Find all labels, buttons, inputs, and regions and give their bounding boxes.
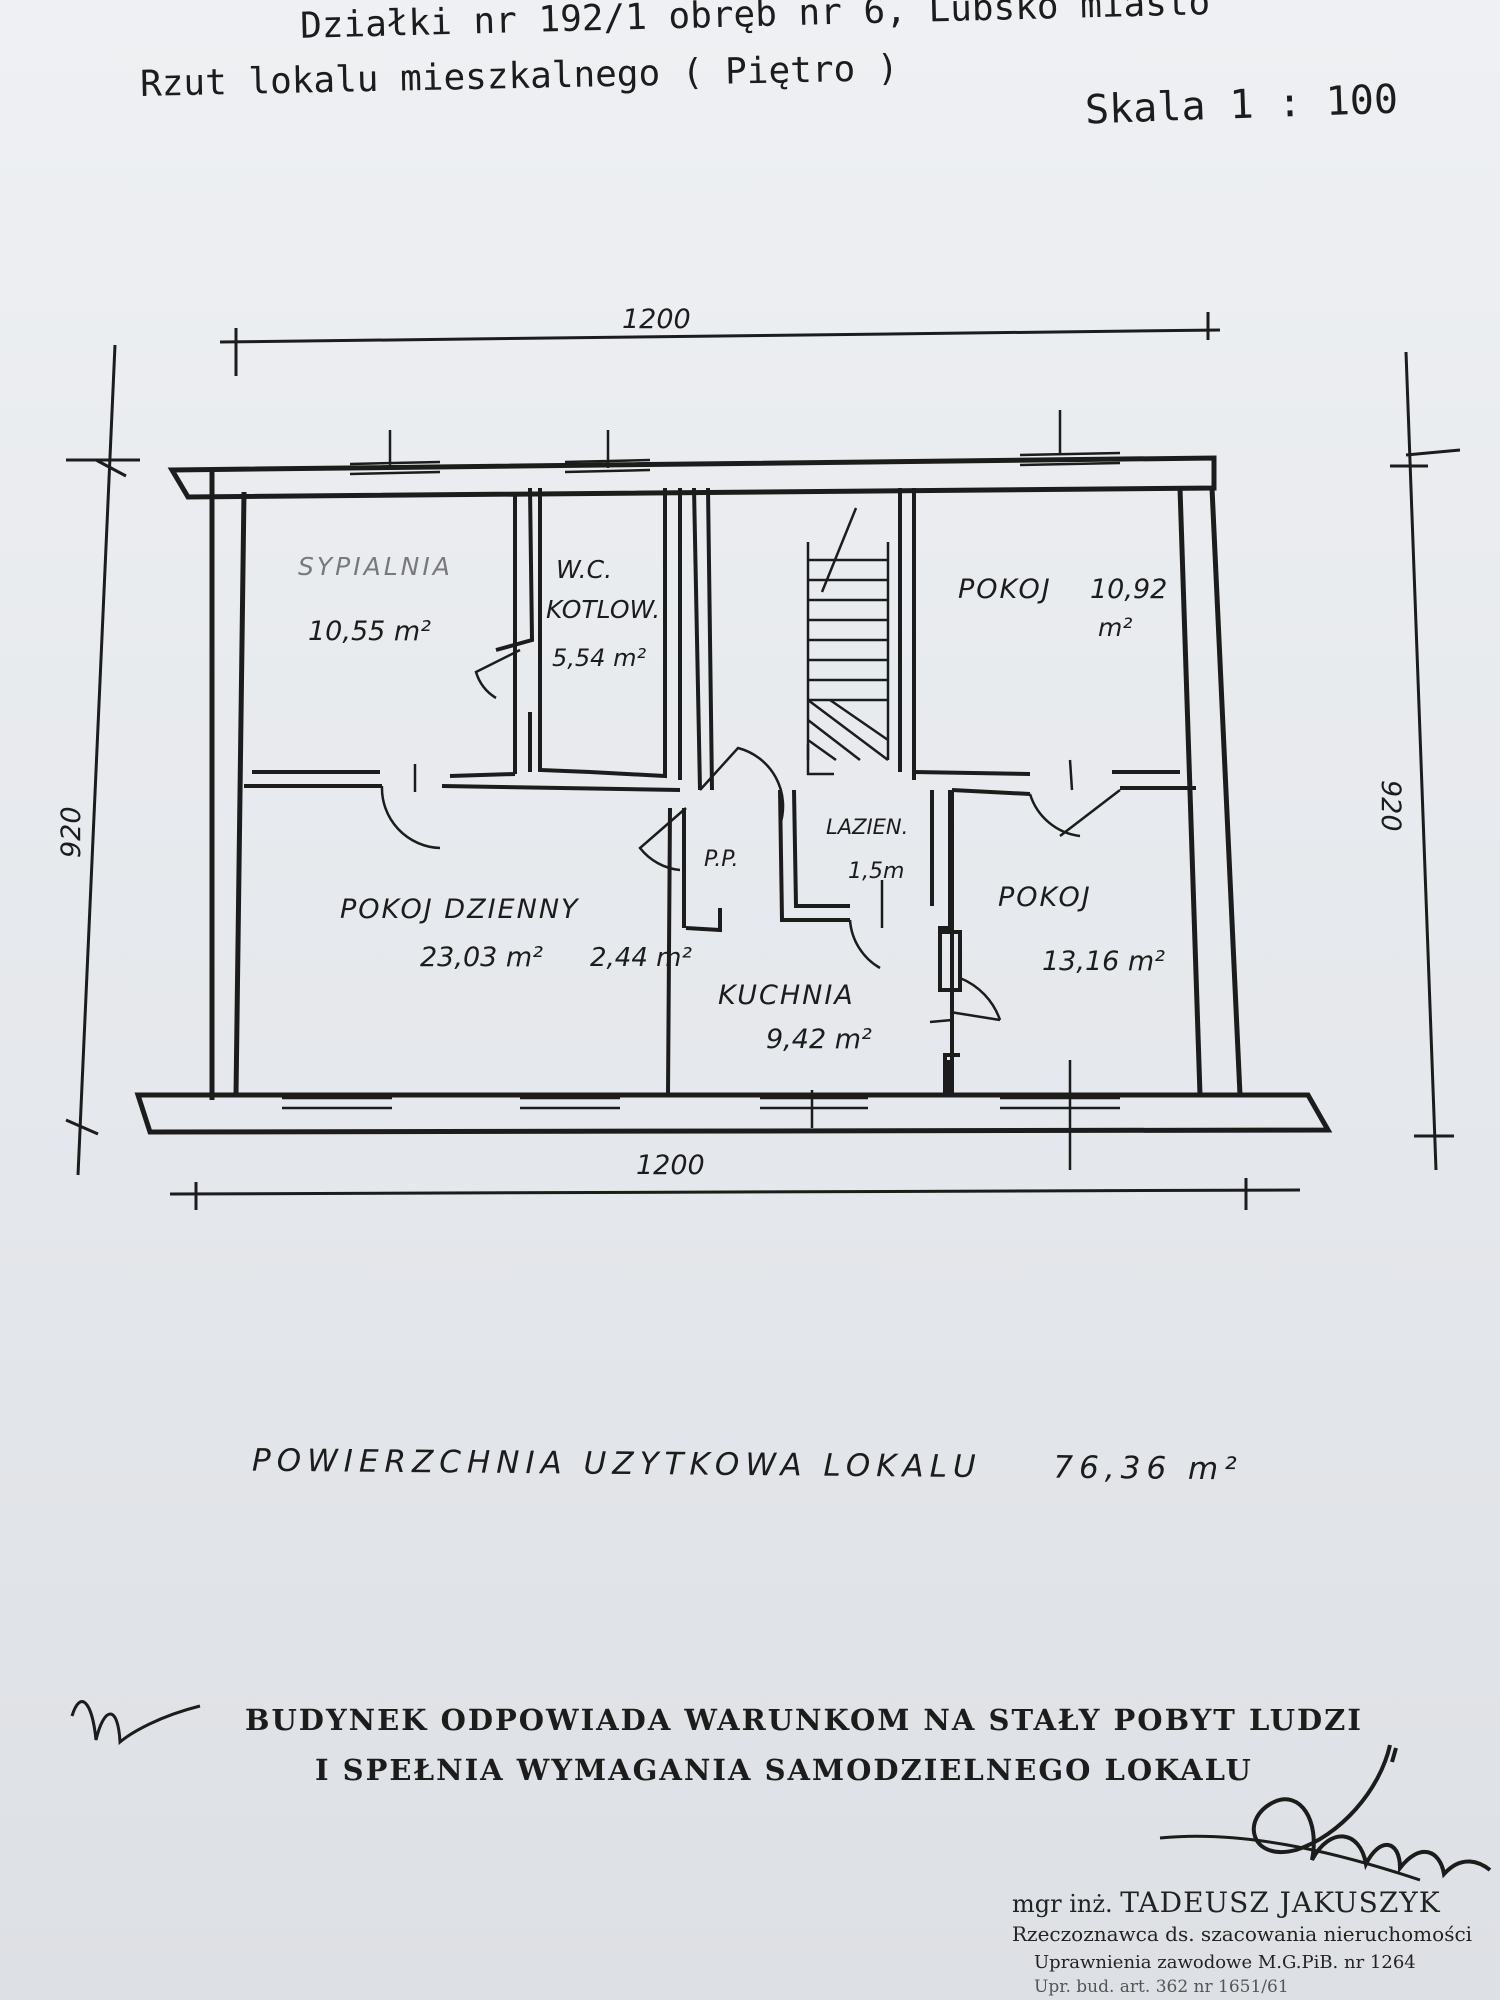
door-wc: [474, 648, 521, 700]
window-north-2: [564, 430, 651, 474]
hall-area: 2,44 m²: [590, 943, 692, 973]
stamp-title-prefix: mgr inż.: [1012, 1890, 1113, 1918]
total-area-value: 76,36 m²: [1053, 1449, 1243, 1488]
initials-mark: [70, 1700, 201, 1746]
stair-winders: [807, 698, 889, 762]
window-north-3: [1019, 410, 1121, 467]
pokoj-dzienny-name: POKOJ DZIENNY: [340, 894, 580, 925]
wall-kitchen-east: [946, 790, 954, 1095]
wall-living-east: [666, 807, 686, 1096]
door-bedroom: [380, 764, 441, 850]
wall-bedroom-south: [252, 492, 517, 778]
pokoj-top-name: POKOJ: [958, 574, 1052, 605]
stamp-permission: Uprawnienia zawodowe M.G.PiB. nr 1264: [1034, 1952, 1416, 1973]
windows: [282, 410, 1121, 1170]
bottom-dimension-label: 1200: [636, 1150, 705, 1181]
signature-flourish: [1390, 1747, 1398, 1763]
wall-room-right-north: [951, 786, 1196, 796]
pokoj-right-name: POKOJ: [998, 882, 1092, 913]
bottom-dimension-line: [169, 1188, 1301, 1196]
west-wall-inner: [233, 491, 247, 1096]
pokoj-dzienny-area: 23,03 m²: [420, 942, 543, 973]
pp-name: P.P.: [704, 847, 738, 872]
pokoj-right-area: 13,16 m²: [1042, 946, 1165, 977]
door-kitchen: [929, 1018, 953, 1024]
left-dimension-tick-top: [95, 458, 127, 478]
sypialnia-area: 10,55 m²: [308, 616, 431, 647]
wall-stair-east: [898, 488, 916, 780]
pokoj-top-unit: m²: [1098, 613, 1132, 642]
signature: [1251, 1744, 1492, 1879]
door-room-top: [1028, 759, 1081, 838]
wall-bath-west: [778, 789, 850, 922]
wall-bath-east: [930, 790, 952, 930]
lazienka-name: LAZIEN.: [826, 815, 908, 839]
stamp-permission-2: Upr. bud. art. 362 nr 1651/61: [1034, 1977, 1289, 1997]
wall-stair-west: [692, 487, 714, 791]
window-south-3: [760, 1090, 868, 1128]
door-pp: [699, 746, 785, 826]
pokoj-top-area: 10,92: [1090, 574, 1167, 605]
stair-treads: [808, 558, 888, 702]
left-dimension-line: [76, 344, 117, 1176]
wc-name-2: KOTLOW.: [546, 595, 660, 624]
room-labels: SYPIALNIA 10,55 m² W.C. KOTLOW. 5,54 m² …: [298, 552, 1167, 1055]
door-room-top-leaf: [1059, 789, 1121, 837]
right-dimension-label: 920: [1375, 780, 1406, 832]
doors: [380, 648, 1121, 1024]
dimension-labels: 1200 1200 920 920: [56, 304, 1406, 1181]
window-south-2: [520, 1096, 620, 1110]
lazienka-area: 1,5m: [848, 859, 904, 884]
top-dimension-line: [219, 328, 1221, 344]
footer-statement-line1: BUDYNEK ODPOWIADA WARUNKOM NA STAŁY POBY…: [245, 1703, 1363, 1737]
window-south-1: [282, 1096, 392, 1110]
wall-living-north: [244, 784, 681, 792]
kuchnia-area: 9,42 m²: [766, 1024, 872, 1055]
door-living: [638, 807, 687, 872]
left-dimension-label: 920: [56, 806, 87, 858]
outer-walls: [134, 455, 1333, 1135]
staircase: [806, 507, 890, 776]
stamp-role: Rzeczoznawca ds. szacowania nieruchomośc…: [1012, 1922, 1473, 1946]
stair-direction-arrow: [820, 507, 858, 593]
stamp-name: mgr inż. TADEUSZ JAKUSZYK: [1012, 1886, 1441, 1919]
footer-statement-line2: I SPEŁNIA WYMAGANIA SAMODZIELNEGO LOKALU: [315, 1753, 1253, 1787]
kuchnia-name: KUCHNIA: [718, 980, 855, 1011]
door-room-right: [949, 976, 1002, 1022]
stair-landing: [806, 744, 834, 776]
sypialnia-name: SYPIALNIA: [298, 552, 453, 581]
wall-wc: [495, 487, 591, 774]
wall-wc-east: [589, 488, 682, 780]
stamp-person-name: TADEUSZ JAKUSZYK: [1120, 1886, 1441, 1919]
wall-pp: [685, 908, 722, 933]
wall-room-top-south: [913, 770, 1180, 776]
extension-line: [1405, 448, 1461, 457]
interior-walls: [244, 487, 1196, 1096]
left-dimension-tick-bottom: [65, 1118, 99, 1136]
wc-name: W.C.: [556, 555, 612, 584]
dimension-lines: [65, 312, 1461, 1210]
south-wall: [134, 1092, 1333, 1135]
top-dimension-label: 1200: [622, 304, 691, 335]
signature-underline: [1159, 1834, 1421, 1882]
window-north-1: [349, 430, 441, 476]
chimney: [938, 930, 962, 992]
east-wall-inner: [1177, 487, 1203, 1096]
right-dimension-line: [1404, 351, 1438, 1171]
total-area-label: POWIERZCHNIA UZYTKOWA LOKALU: [251, 1442, 982, 1486]
wc-area: 5,54 m²: [552, 644, 646, 672]
window-south-4: [1000, 1060, 1120, 1170]
door-bath: [848, 880, 884, 970]
wall-kitchen-se: [943, 1053, 960, 1095]
stair-stringers: [806, 542, 890, 760]
east-wall-outer: [1209, 487, 1243, 1096]
